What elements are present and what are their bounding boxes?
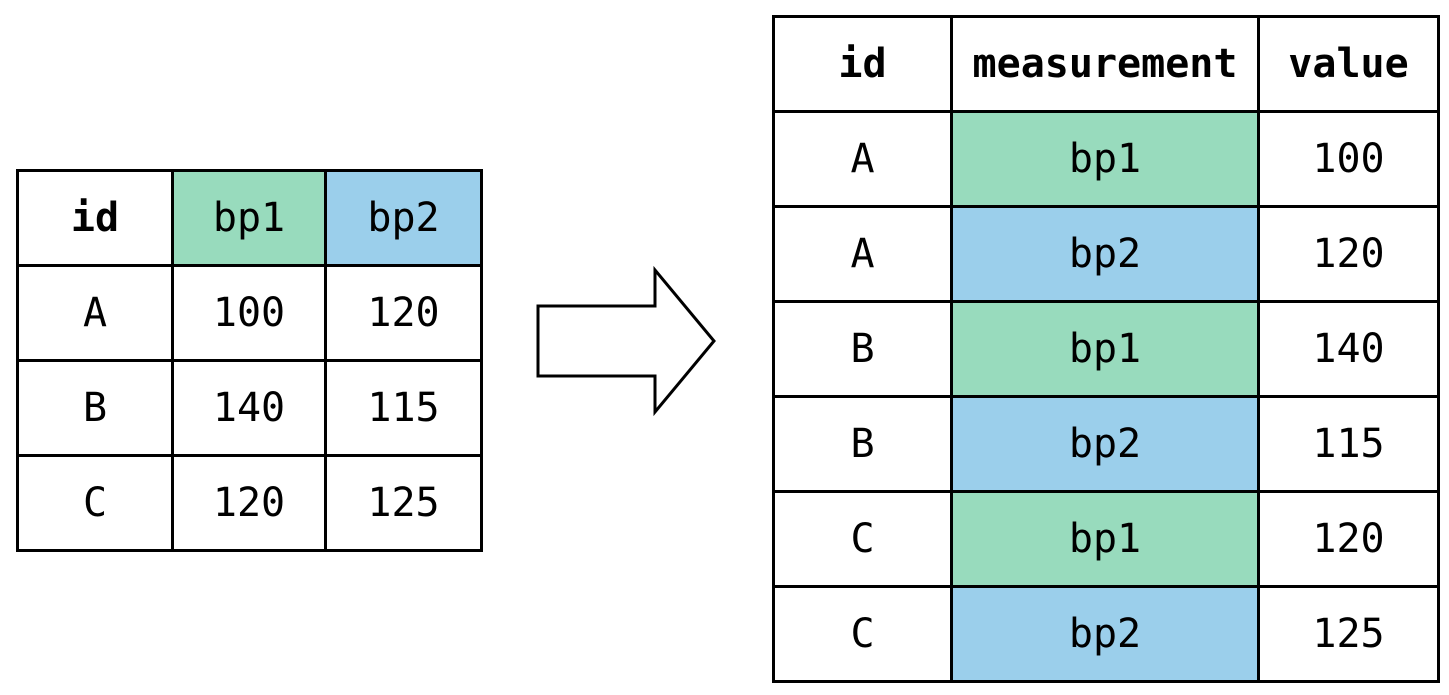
long-cell-id: C (772, 585, 953, 683)
wide-header-bp2: bp2 (324, 169, 483, 267)
table-row: C bp1 120 (772, 490, 1440, 588)
table-row: A bp1 100 (772, 110, 1440, 208)
arrow-shape (536, 265, 716, 417)
long-cell-id: B (772, 300, 953, 398)
long-cell-measurement: bp1 (950, 300, 1260, 398)
long-cell-value: 100 (1257, 110, 1440, 208)
wide-cell-id: C (16, 454, 174, 552)
long-header-value: value (1257, 15, 1440, 113)
long-header-id: id (772, 15, 953, 113)
long-cell-value: 140 (1257, 300, 1440, 398)
long-table: id measurement value A bp1 100 A bp2 120… (772, 15, 1440, 683)
wide-table-header-row: id bp1 bp2 (16, 169, 483, 267)
long-cell-id: C (772, 490, 953, 588)
long-cell-measurement: bp2 (950, 395, 1260, 493)
long-cell-id: A (772, 110, 953, 208)
long-cell-id: B (772, 395, 953, 493)
table-row: C 120 125 (16, 454, 483, 552)
long-cell-measurement: bp1 (950, 490, 1260, 588)
wide-header-bp1: bp1 (171, 169, 327, 267)
long-table-header-row: id measurement value (772, 15, 1440, 113)
table-row: B 140 115 (16, 359, 483, 457)
wide-cell-bp2: 115 (324, 359, 483, 457)
long-cell-measurement: bp2 (950, 585, 1260, 683)
wide-cell-bp2: 120 (324, 264, 483, 362)
wide-cell-id: B (16, 359, 174, 457)
right-arrow-icon (536, 265, 716, 417)
long-header-measurement: measurement (950, 15, 1260, 113)
table-row: B bp2 115 (772, 395, 1440, 493)
long-cell-id: A (772, 205, 953, 303)
wide-cell-bp1: 100 (171, 264, 327, 362)
wide-cell-id: A (16, 264, 174, 362)
long-cell-measurement: bp1 (950, 110, 1260, 208)
wide-header-id: id (16, 169, 174, 267)
table-row: B bp1 140 (772, 300, 1440, 398)
wide-cell-bp1: 140 (171, 359, 327, 457)
table-row: A bp2 120 (772, 205, 1440, 303)
long-cell-value: 115 (1257, 395, 1440, 493)
table-row: A 100 120 (16, 264, 483, 362)
long-cell-measurement: bp2 (950, 205, 1260, 303)
wide-cell-bp2: 125 (324, 454, 483, 552)
wide-table: id bp1 bp2 A 100 120 B 140 115 C 120 125 (16, 169, 483, 552)
long-cell-value: 120 (1257, 205, 1440, 303)
table-row: C bp2 125 (772, 585, 1440, 683)
long-cell-value: 120 (1257, 490, 1440, 588)
wide-cell-bp1: 120 (171, 454, 327, 552)
long-cell-value: 125 (1257, 585, 1440, 683)
